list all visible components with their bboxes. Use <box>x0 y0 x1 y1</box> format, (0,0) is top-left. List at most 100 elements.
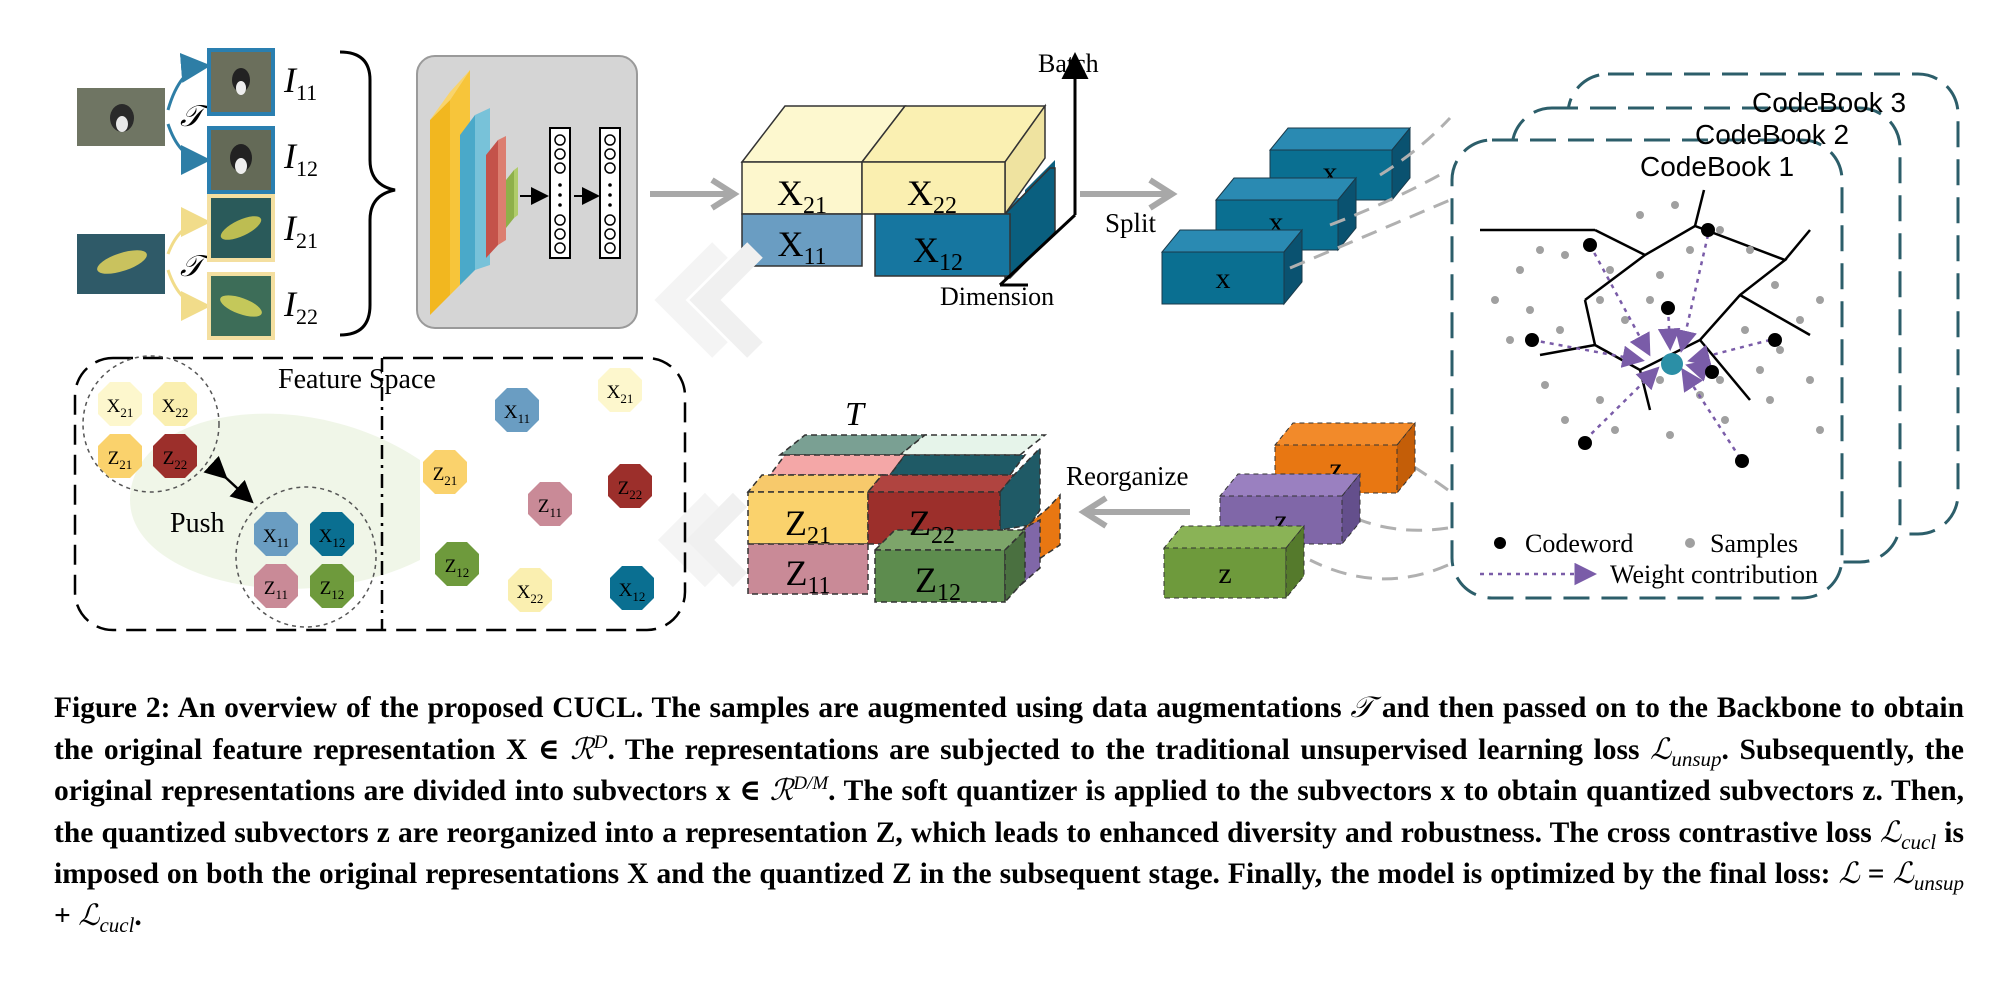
label-i11-base: I <box>283 60 298 100</box>
x11-sub: 11 <box>803 244 826 270</box>
codebook-3-label: CodeBook 3 <box>1752 87 1906 118</box>
caption-sup-d: D <box>593 731 608 753</box>
fs-z11-a-sub: 11 <box>276 587 289 602</box>
svg-text:X11: X11 <box>777 224 826 270</box>
svg-text:X11: X11 <box>263 526 289 550</box>
caption-eq: = <box>1859 858 1893 890</box>
legend-samples: Samples <box>1710 529 1798 558</box>
legend-codeword-dot <box>1494 537 1506 549</box>
svg-text:X12: X12 <box>619 580 646 604</box>
caption-script-l-5: ℒ <box>78 899 100 932</box>
svg-text:Z12: Z12 <box>320 578 345 602</box>
fs-x22-b: X <box>517 582 531 603</box>
z21-base: Z <box>785 503 807 543</box>
cucl-overview-figure: 𝒯 𝒯 I11 I12 I21 I22 <box>73 48 1960 632</box>
svg-text:Z12: Z12 <box>915 560 961 606</box>
x22-base: X <box>907 173 933 213</box>
feature-space-panel: Feature Space Push <box>73 355 687 632</box>
label-i12-sub: 12 <box>296 156 318 181</box>
fs-z21-a-sub: 21 <box>119 457 132 472</box>
z-representation-block: T <box>746 396 1061 604</box>
svg-text:X12: X12 <box>913 230 963 276</box>
codebook-2-label: CodeBook 2 <box>1695 119 1849 150</box>
push-label: Push <box>170 508 224 539</box>
svg-text:Z21: Z21 <box>785 503 831 549</box>
caption-part-2: and then passed on to the Backbone to ob… <box>54 692 1964 766</box>
split-label: Split <box>1105 208 1157 238</box>
caption-script-r-2: ℛ <box>769 775 794 807</box>
backbone-network <box>416 55 638 329</box>
caption-sup-dm: D/M <box>793 773 829 795</box>
fs-z22-a: Z <box>163 448 175 469</box>
svg-text:I22: I22 <box>283 284 318 329</box>
caption-sub-cucl-2: cucl <box>99 912 135 937</box>
caption-sub-unsup-1: unsup <box>1671 746 1722 771</box>
t-label: T <box>845 396 866 433</box>
view-i12 <box>207 126 275 194</box>
z11-sub: 11 <box>807 573 830 599</box>
fs-z21-b: Z <box>433 464 445 485</box>
caption-part-1: Figure 2: An overview of the proposed CU… <box>54 692 1351 724</box>
fs-z22-b-sub: 22 <box>629 487 642 502</box>
svg-text:X11: X11 <box>504 402 530 426</box>
svg-text:Z21: Z21 <box>108 448 133 472</box>
figure-caption: Figure 2: An overview of the proposed CU… <box>54 688 1964 937</box>
fs-z21-b-sub: 21 <box>444 473 457 488</box>
fs-z21-a: Z <box>108 448 120 469</box>
codebook-1-label: CodeBook 1 <box>1640 151 1794 182</box>
caption-part-7: . <box>134 899 142 932</box>
caption-script-l-2: ℒ <box>1879 816 1902 849</box>
svg-text:I11: I11 <box>283 60 317 105</box>
svg-text:X21: X21 <box>107 396 134 420</box>
reorganize-label: Reorganize <box>1066 461 1188 491</box>
caption-sub-unsup-2: unsup <box>1913 870 1964 895</box>
legend-samples-dot <box>1685 538 1695 548</box>
svg-text:X21: X21 <box>607 382 634 406</box>
x-representation-block: X21 X22 X11 X12 Batch Dimension <box>740 49 1099 311</box>
fs-z12-b: Z <box>445 556 457 577</box>
svg-text:Z11: Z11 <box>785 553 830 599</box>
z11-base: Z <box>785 553 807 593</box>
caption-plus: + <box>54 899 79 932</box>
fs-x11-a: X <box>263 526 277 547</box>
svg-text:X22: X22 <box>517 582 544 606</box>
dimension-label: Dimension <box>940 282 1054 311</box>
fs-x21-b: X <box>607 382 621 403</box>
label-i21-sub: 21 <box>296 228 318 253</box>
svg-text:Z21: Z21 <box>433 464 458 488</box>
codeword-dots <box>1525 223 1782 468</box>
caption-script-l-3: ℒ <box>1838 858 1860 890</box>
x12-sub: 12 <box>939 250 963 276</box>
x22-sub: 22 <box>933 193 957 219</box>
x12-base: X <box>913 230 939 270</box>
subvector-x-3: x <box>1216 262 1231 295</box>
fs-z22-b: Z <box>618 478 630 499</box>
z-subvectors: z z z <box>1162 421 1417 600</box>
label-i12-base: I <box>283 136 298 176</box>
feature-space-label: Feature Space <box>278 364 436 395</box>
caption-sub-cucl-1: cucl <box>1901 829 1937 854</box>
x21-sub: 21 <box>803 193 827 219</box>
fs-x22-b-sub: 22 <box>530 591 543 606</box>
input-images: 𝒯 𝒯 I11 I12 I21 I22 <box>77 48 396 340</box>
query-subvector-dot <box>1661 353 1683 375</box>
caption-part-6: is imposed on both the original represen… <box>54 816 1964 891</box>
label-i22-base: I <box>283 284 298 324</box>
caption-script-l-4: ℒ <box>1892 858 1914 890</box>
label-i21-base: I <box>283 208 298 248</box>
fs-x12-b: X <box>619 580 633 601</box>
fs-x11-b: X <box>504 402 518 423</box>
fs-x21-a: X <box>107 396 121 417</box>
svg-text:Z11: Z11 <box>538 496 562 520</box>
svg-text:Z22: Z22 <box>909 503 955 549</box>
caption-part-5: . The soft quantizer is applied to the s… <box>54 775 1964 849</box>
z22-base: Z <box>909 503 931 543</box>
fs-z11-a: Z <box>264 578 276 599</box>
fs-x12-a: X <box>319 526 333 547</box>
fs-x22-a-sub: 22 <box>175 405 188 420</box>
svg-text:X12: X12 <box>319 526 346 550</box>
legend-weight: Weight contribution <box>1610 560 1818 589</box>
fs-z12-b-sub: 12 <box>456 565 469 580</box>
batch-label: Batch <box>1038 49 1099 78</box>
fs-z11-b-sub: 11 <box>550 505 563 520</box>
